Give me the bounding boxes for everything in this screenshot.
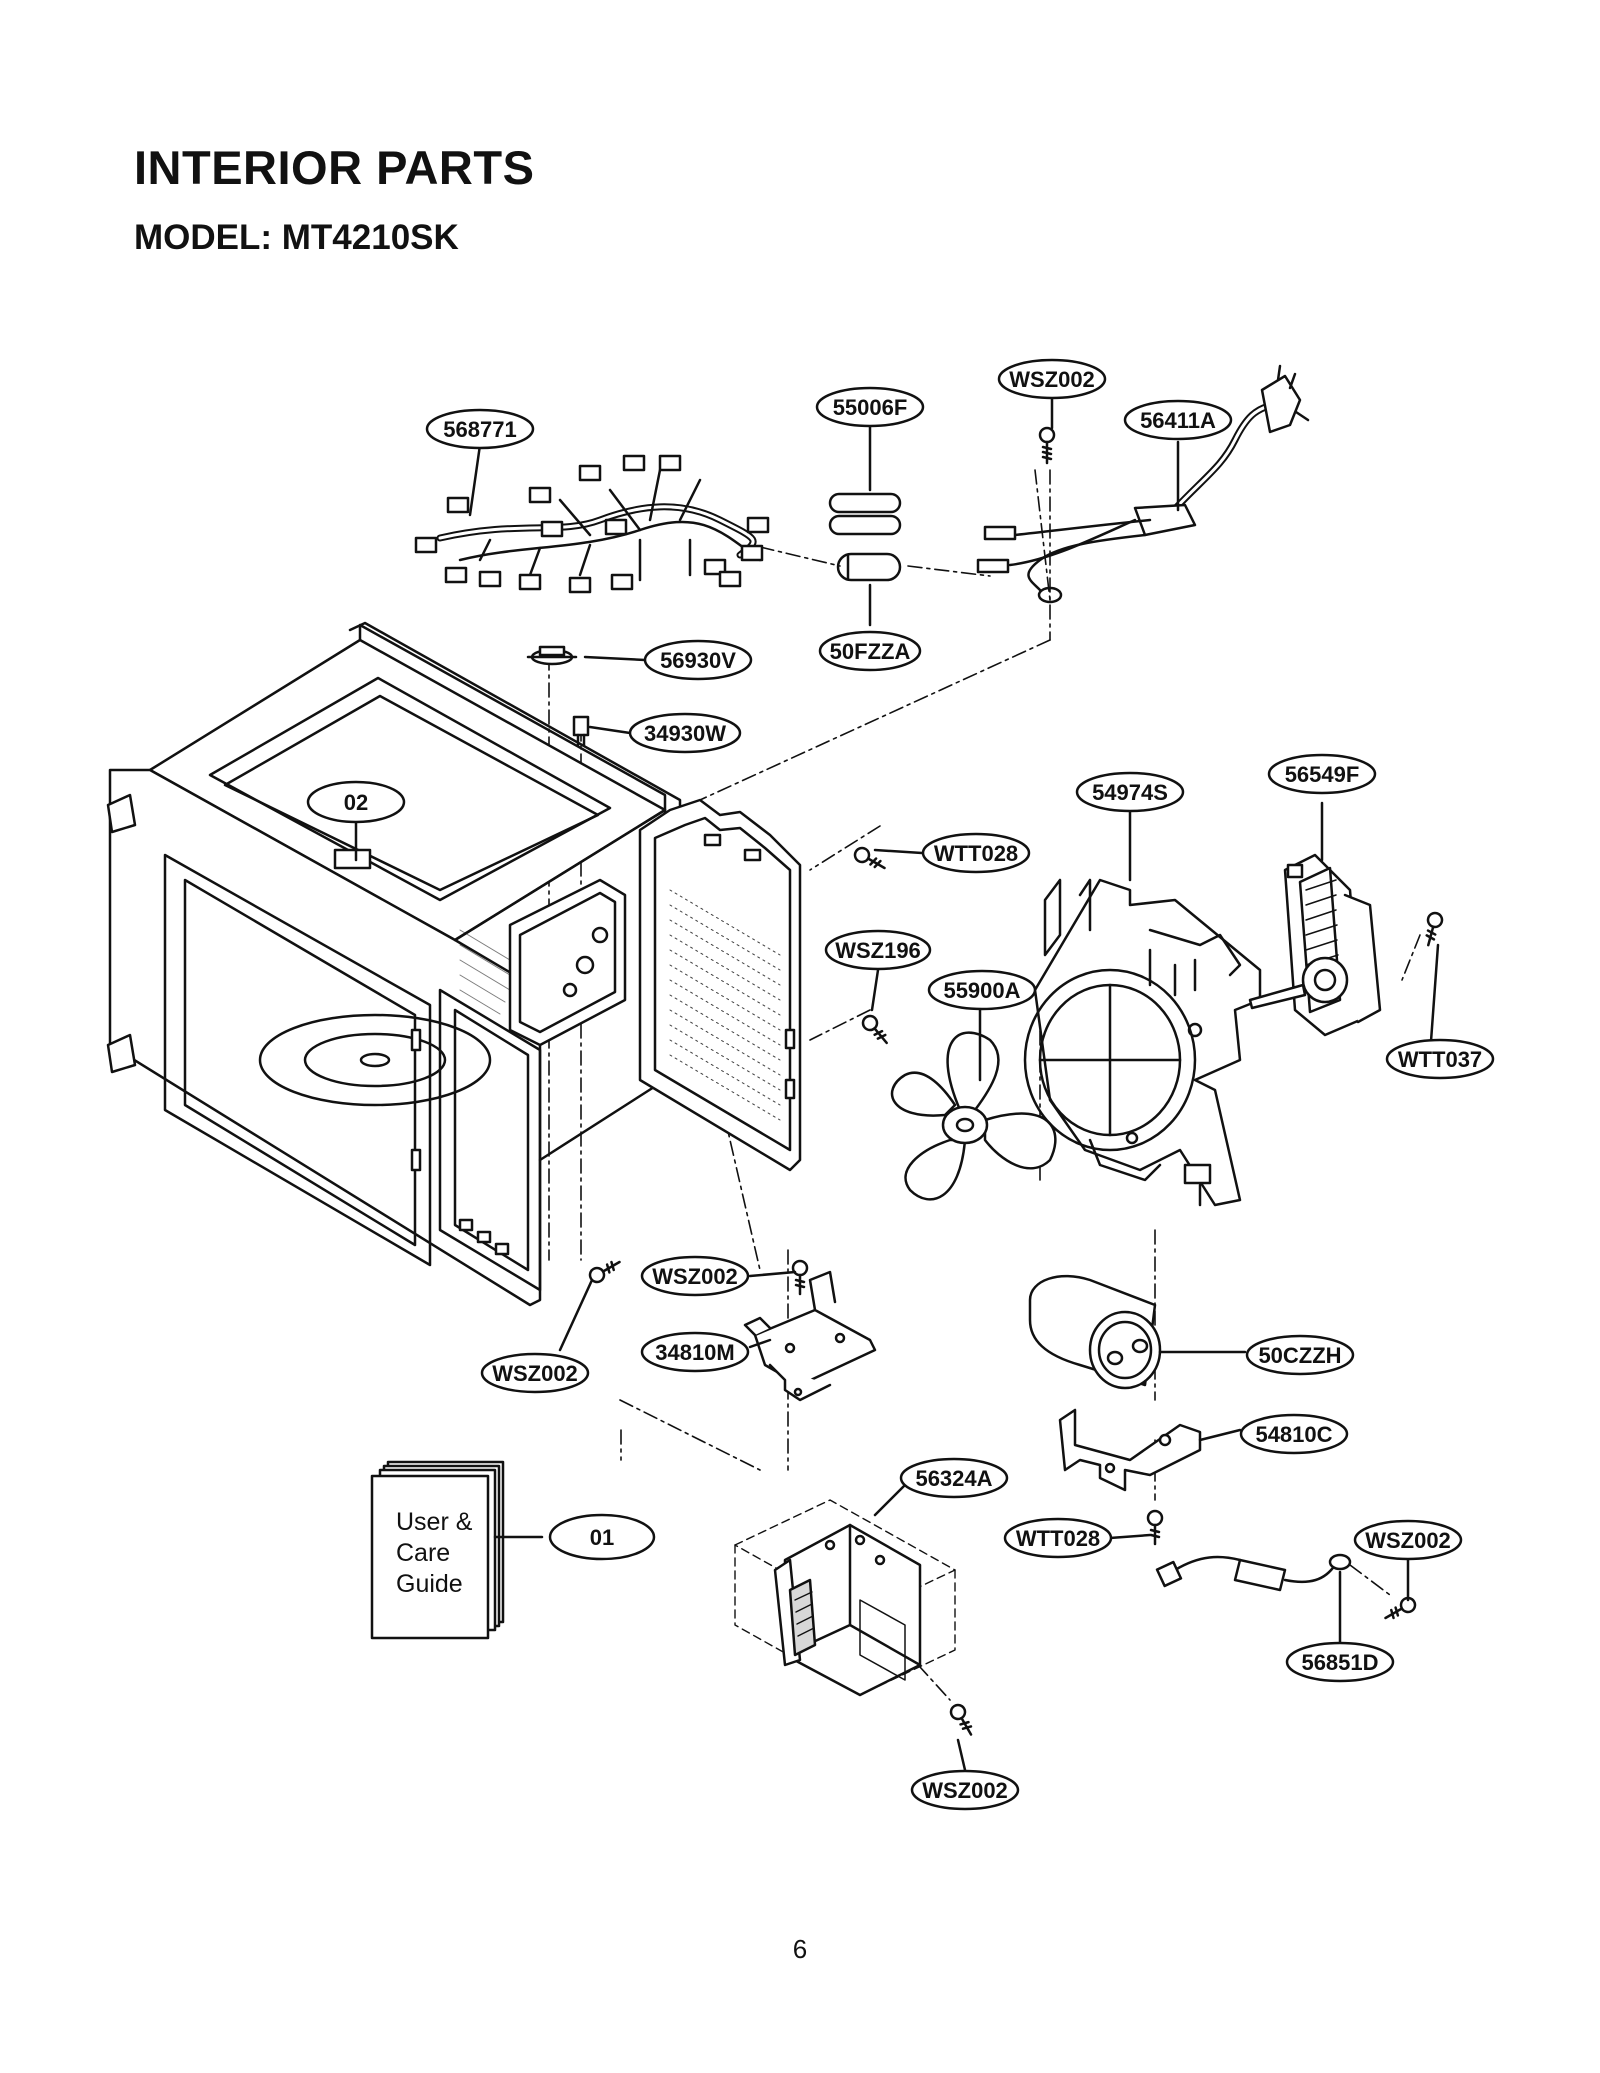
- callout-50czzh: 50CZZH: [1245, 1334, 1355, 1376]
- svg-text:02: 02: [344, 790, 368, 815]
- svg-text:54810C: 54810C: [1255, 1422, 1332, 1447]
- fuse: [836, 552, 902, 582]
- svg-text:55006F: 55006F: [833, 395, 908, 420]
- svg-text:34810M: 34810M: [655, 1340, 735, 1365]
- callout-01: 01: [548, 1513, 656, 1561]
- svg-text:56324A: 56324A: [915, 1466, 992, 1491]
- svg-text:WTT028: WTT028: [934, 841, 1018, 866]
- page-title: INTERIOR PARTS: [134, 141, 535, 194]
- callout-34930w: 34930W: [628, 712, 742, 754]
- svg-text:01: 01: [590, 1525, 614, 1550]
- callout-wsz002-b: WSZ002: [640, 1255, 750, 1297]
- fan-motor: [1248, 853, 1382, 1037]
- page-number: 6: [792, 1934, 808, 1964]
- callout-56930v: 56930V: [643, 639, 753, 681]
- callout-56324a: 56324A: [899, 1457, 1009, 1499]
- magnetron: [734, 1499, 956, 1697]
- svg-text:34930W: 34930W: [644, 721, 726, 746]
- svg-text:WTT037: WTT037: [1398, 1047, 1482, 1072]
- callout-34810m: 34810M: [640, 1331, 750, 1373]
- callout-wsz196: WSZ196: [824, 929, 932, 971]
- callout-50fzza: 50FZZA: [818, 630, 922, 672]
- callout-wtt028-a: WTT028: [921, 832, 1031, 874]
- capacitor: [1028, 1274, 1162, 1390]
- svg-text:Care: Care: [396, 1539, 450, 1567]
- callout-54810c: 54810C: [1239, 1413, 1349, 1455]
- svg-text:WSZ196: WSZ196: [835, 938, 921, 963]
- callout-55900a: 55900A: [927, 969, 1037, 1011]
- side-plate: [638, 798, 802, 1172]
- callout-wsz002-d: WSZ002: [1353, 1519, 1463, 1561]
- power-cord: [976, 364, 1310, 604]
- manual-cover-text: User & Care Guide: [396, 1508, 473, 1598]
- fuse-holder-clips: [828, 492, 902, 536]
- screw-icons: [588, 426, 1444, 1736]
- callout-wtt037: WTT037: [1385, 1038, 1495, 1080]
- wire-harness: [414, 454, 770, 594]
- svg-text:50CZZH: 50CZZH: [1258, 1343, 1341, 1368]
- callout-labels: 568771 55006F 50FZZA WSZ002 56411A 56930…: [306, 358, 1495, 1811]
- oven-cavity: [106, 621, 682, 1307]
- manual-booklet: [370, 1460, 505, 1640]
- svg-text:Guide: Guide: [396, 1570, 463, 1598]
- callout-02: 02: [306, 780, 406, 824]
- bracket-34810m: [743, 1270, 877, 1402]
- door-switch: [572, 715, 590, 747]
- callout-568771: 568771: [425, 408, 535, 450]
- svg-text:56851D: 56851D: [1301, 1650, 1378, 1675]
- thermostat: [526, 645, 578, 666]
- callout-wtt028-b: WTT028: [1003, 1517, 1113, 1559]
- svg-text:WSZ002: WSZ002: [492, 1361, 578, 1386]
- bracket-54810c: [1058, 1408, 1202, 1492]
- leader-lines: [354, 396, 1440, 1772]
- svg-text:WTT028: WTT028: [1016, 1526, 1100, 1551]
- svg-text:WSZ002: WSZ002: [1365, 1528, 1451, 1553]
- model-subtitle: MODEL: MT4210SK: [134, 218, 459, 257]
- svg-text:56930V: 56930V: [660, 648, 736, 673]
- svg-text:WSZ002: WSZ002: [652, 1264, 738, 1289]
- callout-wsz002-e: WSZ002: [910, 1769, 1020, 1811]
- svg-text:55900A: 55900A: [943, 978, 1020, 1003]
- svg-text:User &: User &: [396, 1508, 473, 1536]
- callout-54974s: 54974S: [1075, 771, 1185, 813]
- svg-text:568771: 568771: [443, 417, 516, 442]
- svg-text:WSZ002: WSZ002: [1009, 367, 1095, 392]
- svg-text:56411A: 56411A: [1140, 408, 1216, 433]
- callout-56411a: 56411A: [1123, 399, 1233, 441]
- svg-text:56549F: 56549F: [1285, 762, 1360, 787]
- svg-text:54974S: 54974S: [1092, 780, 1168, 805]
- svg-text:50FZZA: 50FZZA: [830, 639, 911, 664]
- callout-wsz002-c: WSZ002: [480, 1352, 590, 1394]
- callout-wsz002-top: WSZ002: [997, 358, 1107, 400]
- callout-56851d: 56851D: [1285, 1641, 1395, 1683]
- fan-orifice: [1023, 878, 1262, 1207]
- callout-56549f: 56549F: [1267, 753, 1377, 795]
- callout-55006f: 55006F: [815, 386, 925, 428]
- svg-text:WSZ002: WSZ002: [922, 1778, 1008, 1803]
- fan-blade: [890, 1031, 1057, 1201]
- high-voltage-diode: [1155, 1553, 1352, 1592]
